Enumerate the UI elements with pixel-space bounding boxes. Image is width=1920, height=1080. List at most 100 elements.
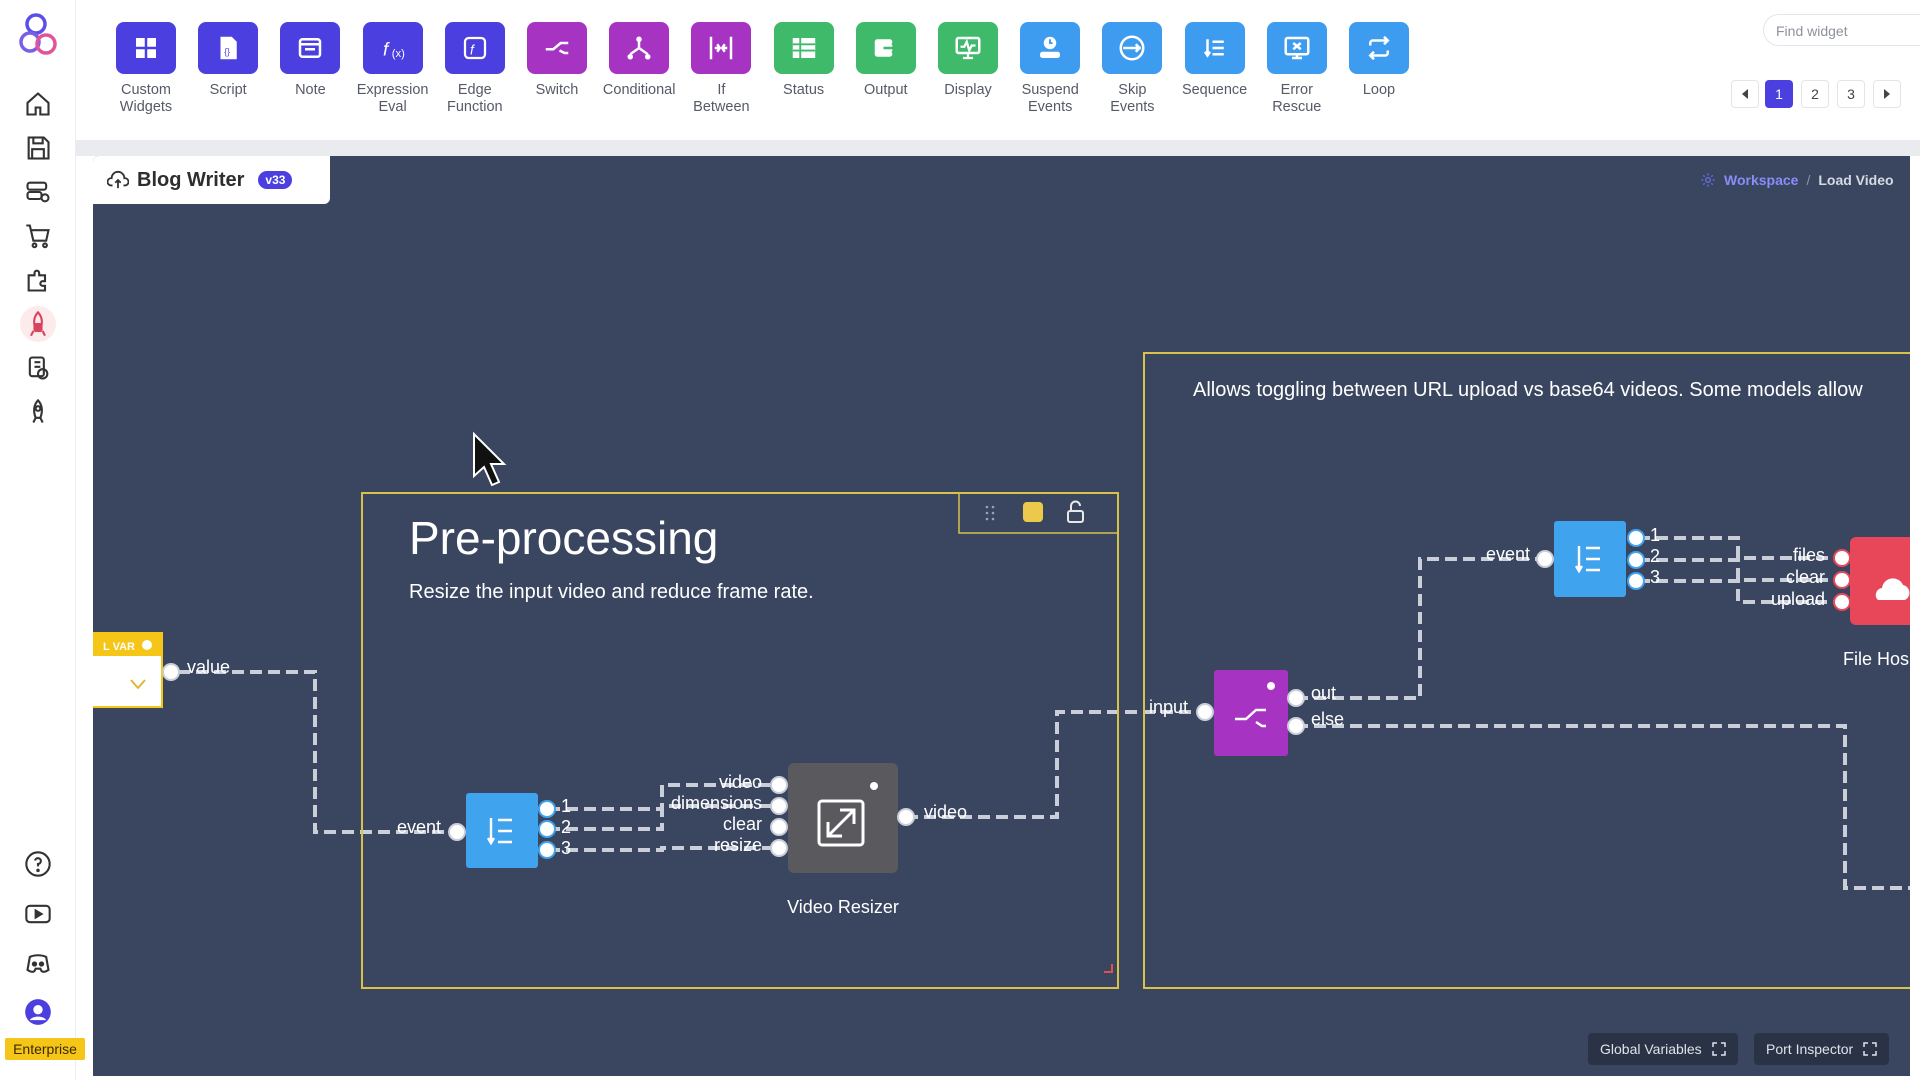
port-event-right[interactable] xyxy=(1536,550,1554,568)
group-color-swatch[interactable] xyxy=(1023,502,1043,522)
find-widget-search xyxy=(1763,14,1920,46)
svg-text:{}: {} xyxy=(224,46,230,56)
file-host-node[interactable] xyxy=(1850,537,1920,625)
svg-text:f: f xyxy=(470,42,476,57)
sequence-icon xyxy=(1184,22,1245,74)
video-resizer-gear-icon[interactable] xyxy=(870,782,878,790)
tool-conditional[interactable]: Conditional xyxy=(598,22,680,99)
expand-icon xyxy=(1863,1042,1877,1056)
port-upload[interactable] xyxy=(1833,593,1851,611)
port-seq-right-1[interactable] xyxy=(1627,529,1645,547)
resize-expand-icon xyxy=(817,799,865,847)
port-files[interactable] xyxy=(1833,549,1851,567)
video-tutorial-icon[interactable] xyxy=(20,896,56,932)
svg-text:f: f xyxy=(383,39,390,60)
port-seq-right-3[interactable] xyxy=(1627,572,1645,590)
chevron-down-icon[interactable] xyxy=(130,679,146,690)
port-seq-left-2[interactable] xyxy=(538,820,556,838)
upload-toggle-description: Allows toggling between URL upload vs ba… xyxy=(1193,379,1863,401)
port-event-left[interactable] xyxy=(448,823,466,841)
edge-out-to-event xyxy=(1296,557,1544,700)
page-2-button[interactable]: 2 xyxy=(1801,80,1829,108)
tool-error-rescue[interactable]: Error Rescue xyxy=(1256,22,1338,116)
tool-if-between[interactable]: If Between xyxy=(680,22,762,116)
tool-suspend-events[interactable]: Suspend Events xyxy=(1009,22,1091,116)
port-resize[interactable] xyxy=(770,839,788,857)
edge-seq2-to-clear xyxy=(1638,558,1840,582)
switch-icon xyxy=(527,22,587,74)
help-icon[interactable] xyxy=(20,846,56,882)
var-gear-icon[interactable] xyxy=(142,640,152,650)
rocket-lock-icon[interactable] xyxy=(20,306,56,342)
home-icon[interactable] xyxy=(20,86,56,122)
database-settings-icon[interactable] xyxy=(20,174,56,210)
port-file-clear[interactable] xyxy=(1833,571,1851,589)
port-dimensions[interactable] xyxy=(770,797,788,815)
puzzle-icon[interactable] xyxy=(20,262,56,298)
preprocessing-description: Resize the input video and reduce frame … xyxy=(409,581,814,603)
tool-note[interactable]: Note xyxy=(269,22,351,99)
cloud-upload-icon xyxy=(107,170,129,189)
grid-icon xyxy=(116,22,176,74)
port-seq-right-1-label: 1 xyxy=(1650,525,1660,545)
tool-sequence[interactable]: Sequence xyxy=(1174,22,1256,99)
tool-switch[interactable]: Switch xyxy=(516,22,598,99)
port-seq-left-3[interactable] xyxy=(538,841,556,859)
tool-label: Skip Events xyxy=(1110,82,1155,115)
page-3-button[interactable]: 3 xyxy=(1837,80,1865,108)
files-icon[interactable] xyxy=(20,350,56,386)
unlock-icon[interactable] xyxy=(1067,500,1084,523)
resize-handle-icon[interactable] xyxy=(1104,964,1113,973)
port-video-out[interactable] xyxy=(897,808,915,826)
rocket-icon[interactable] xyxy=(20,394,56,430)
tool-script[interactable]: {}Script xyxy=(187,22,269,99)
discord-icon[interactable] xyxy=(20,946,56,982)
drag-handle-icon[interactable] xyxy=(985,505,995,521)
switch-gear-icon[interactable] xyxy=(1267,682,1275,690)
tool-loop[interactable]: Loop xyxy=(1338,22,1420,99)
table-icon xyxy=(773,22,834,74)
user-avatar-icon[interactable] xyxy=(20,994,56,1030)
find-widget-input[interactable] xyxy=(1776,21,1920,41)
flow-tab[interactable]: Blog Writer v33 xyxy=(93,156,330,204)
port-inspector-button[interactable]: Port Inspector xyxy=(1754,1033,1890,1065)
upload-toggle-group[interactable] xyxy=(1143,352,1920,989)
global-variables-button[interactable]: Global Variables xyxy=(1588,1033,1738,1065)
port-video-in[interactable] xyxy=(770,776,788,794)
edge-seq1-to-video xyxy=(548,783,776,811)
video-resizer-node[interactable] xyxy=(788,763,898,873)
conditional-icon xyxy=(609,22,670,74)
port-value[interactable] xyxy=(162,663,180,681)
port-clear-label: clear xyxy=(723,814,762,834)
port-switch-out[interactable] xyxy=(1287,689,1305,707)
preprocessing-group[interactable] xyxy=(361,492,1119,989)
port-seq-left-1[interactable] xyxy=(538,800,556,818)
port-switch-else[interactable] xyxy=(1287,717,1305,735)
tool-skip-events[interactable]: Skip Events xyxy=(1091,22,1173,116)
cart-icon[interactable] xyxy=(20,218,56,254)
tool-label: Error Rescue xyxy=(1272,82,1322,115)
port-value-label: value xyxy=(187,657,230,677)
page-prev-button[interactable] xyxy=(1731,80,1759,108)
flow-version-badge: v33 xyxy=(258,171,293,189)
tool-label: Output xyxy=(864,82,908,98)
port-seq-right-2[interactable] xyxy=(1627,551,1645,569)
tool-label: Status xyxy=(783,82,825,98)
tool-output[interactable]: Output xyxy=(845,22,927,99)
save-disk-icon[interactable] xyxy=(20,130,56,166)
app-logo-icon[interactable] xyxy=(14,10,62,60)
if-between-icon xyxy=(691,22,752,74)
page-1-button[interactable]: 1 xyxy=(1765,80,1793,108)
tool-custom-widgets[interactable]: Custom Widgets xyxy=(105,22,187,116)
tool-display[interactable]: Display xyxy=(927,22,1009,99)
page-next-button[interactable] xyxy=(1873,80,1901,108)
breadcrumb-workspace[interactable]: Workspace xyxy=(1724,172,1799,188)
port-resize-label: resize xyxy=(714,835,762,855)
port-video-in-label: video xyxy=(719,772,762,792)
tool-status[interactable]: Status xyxy=(763,22,845,99)
flow-canvas[interactable] xyxy=(93,156,1910,1076)
tool-expression-eval[interactable]: f(x)Expression Eval xyxy=(352,22,434,116)
port-switch-input[interactable] xyxy=(1196,703,1214,721)
port-clear[interactable] xyxy=(770,818,788,836)
